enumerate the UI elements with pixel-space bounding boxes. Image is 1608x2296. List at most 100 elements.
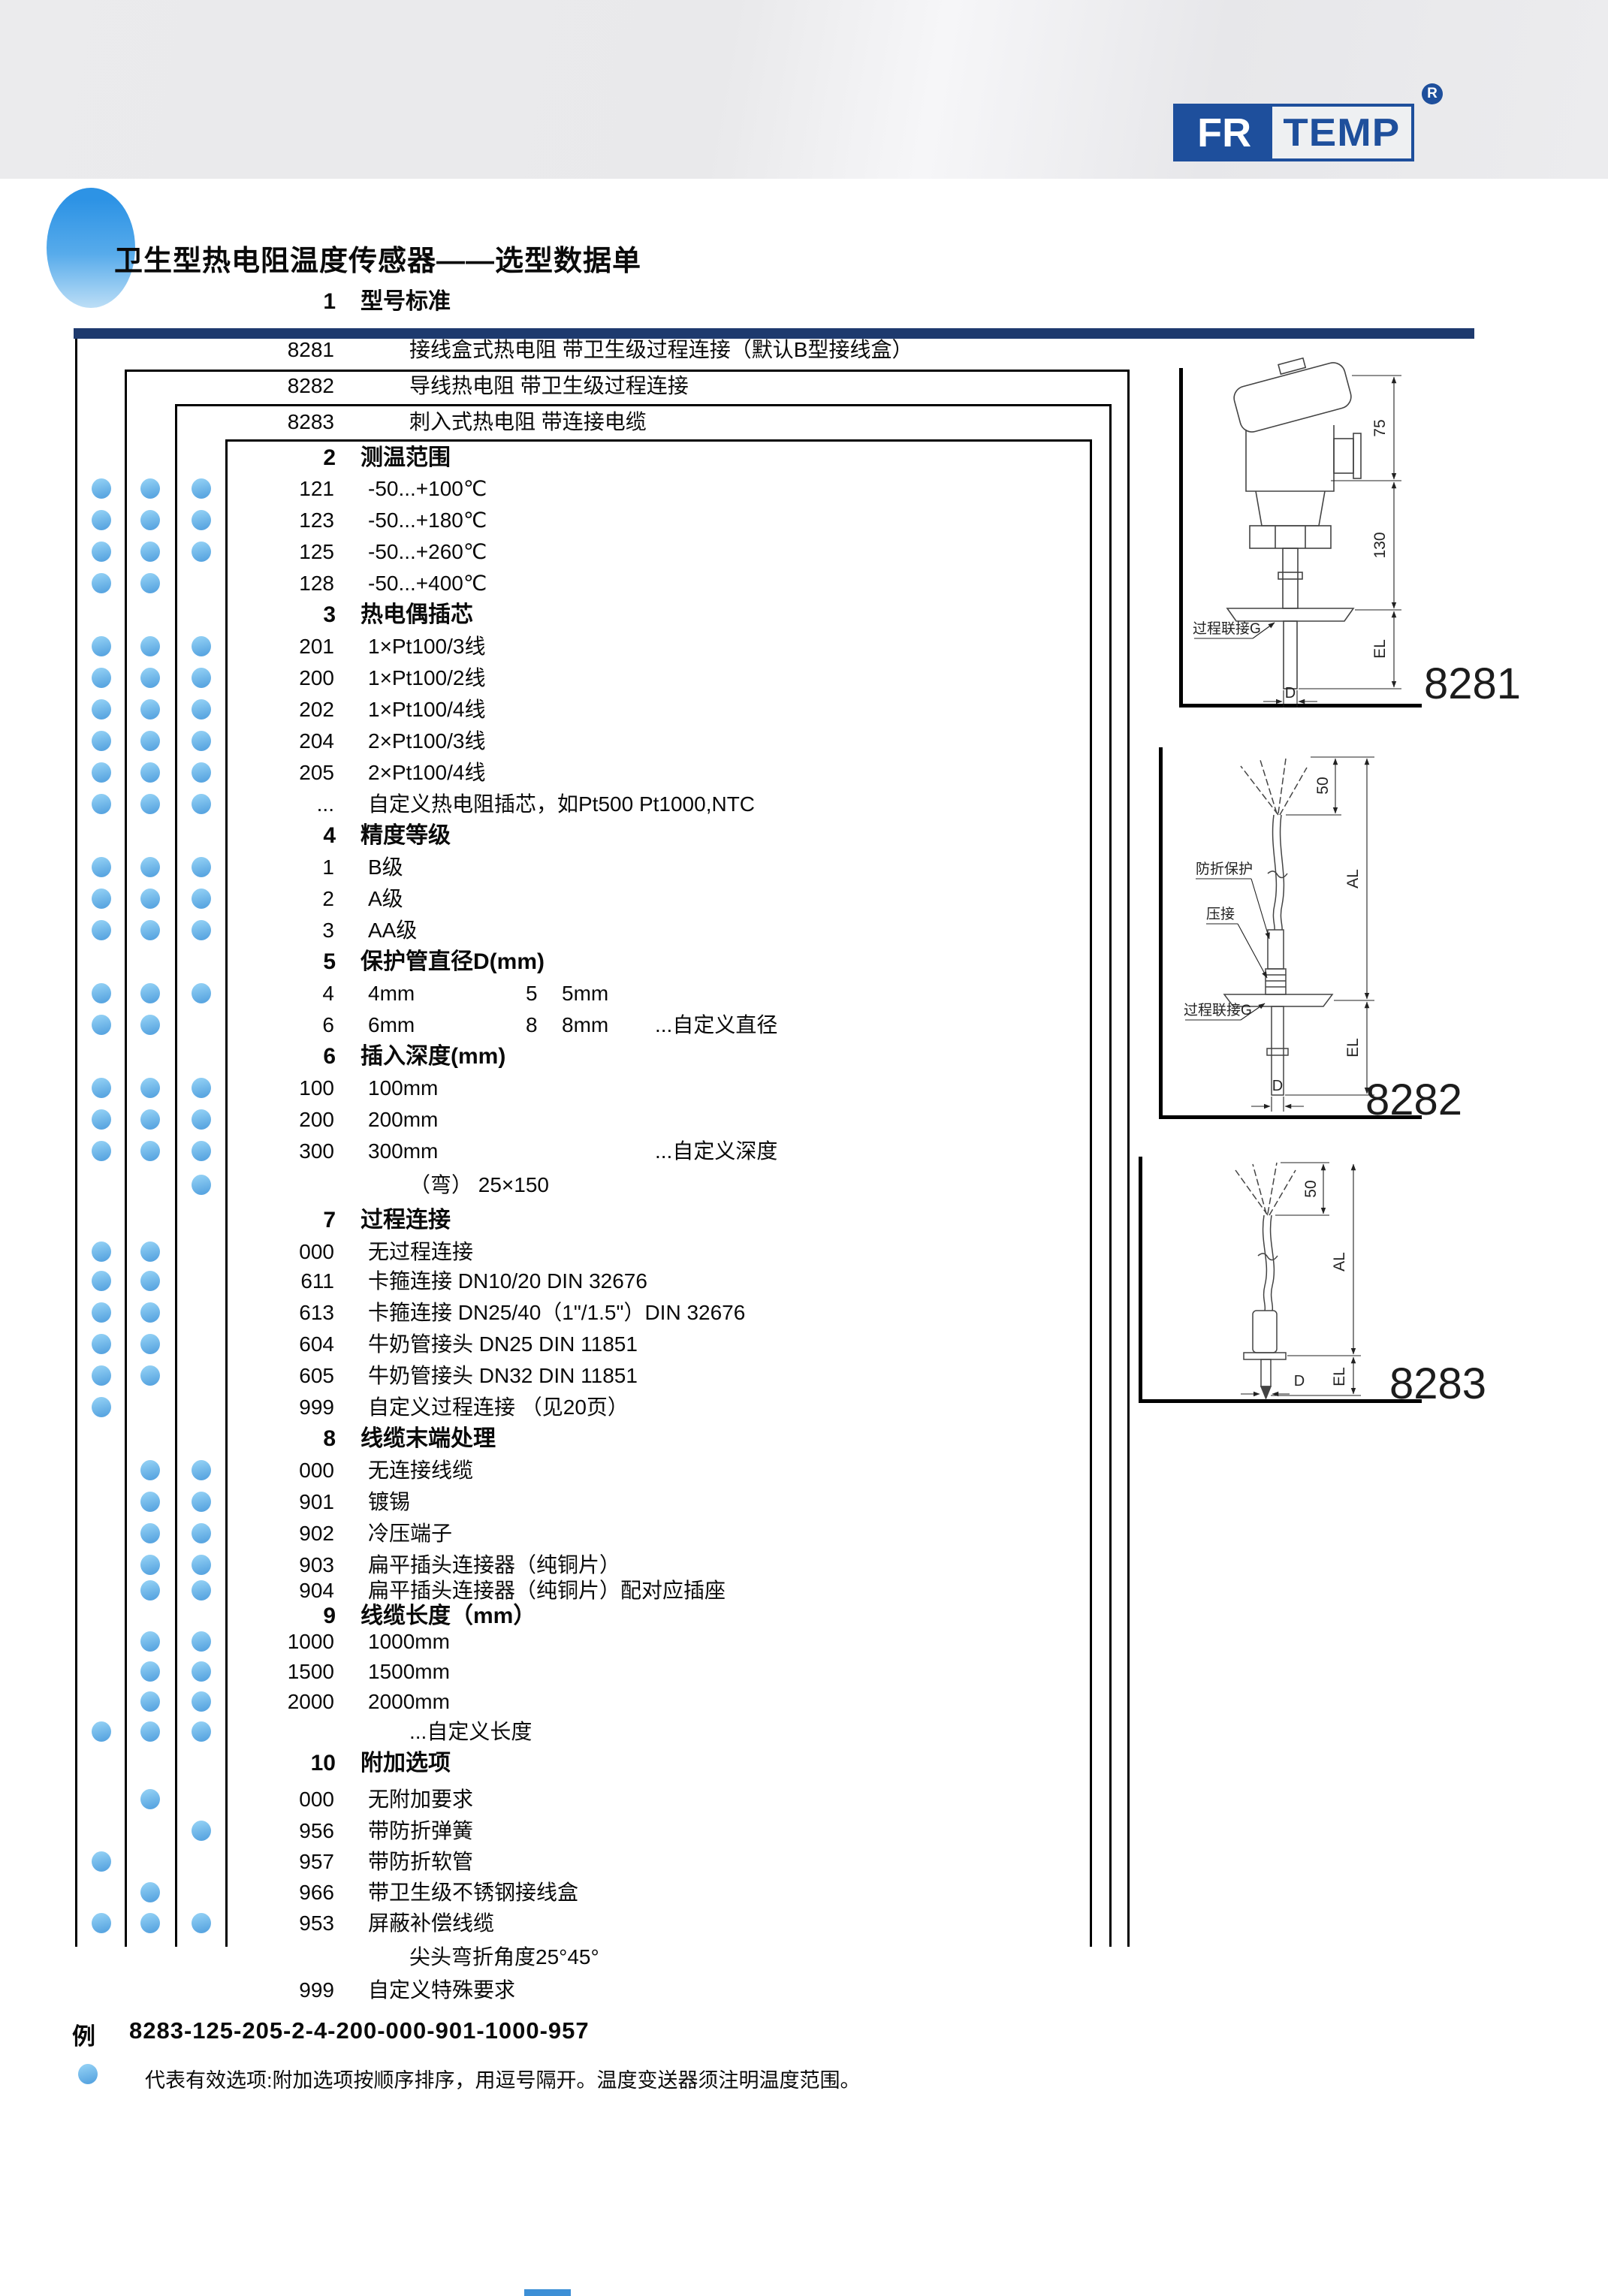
bracket-8283-right [1109, 404, 1112, 1947]
logo-fr: FR [1176, 107, 1273, 158]
option-value: -50...+180℃ [368, 508, 487, 532]
bracket-8281-left [75, 339, 77, 1947]
valid-option-dot [140, 762, 160, 783]
drawing-label-8282: 8282 [1365, 1076, 1462, 1124]
valid-option-dot [192, 510, 211, 530]
valid-option-dot [140, 889, 160, 909]
valid-option-dot [192, 983, 211, 1003]
valid-option-dot [140, 1492, 160, 1512]
section-title: 型号标准 [361, 289, 451, 314]
model-code: 8281 [287, 338, 334, 361]
section-number: 1 [323, 289, 336, 314]
valid-option-dot [140, 573, 160, 593]
example-label: 例 [72, 2023, 95, 2050]
option-code: 605 [299, 1364, 334, 1387]
valid-option-dot [140, 794, 160, 814]
logo: FR TEMP [1173, 104, 1414, 161]
example-order-code: 8283-125-205-2-4-200-000-901-1000-957 [129, 2017, 590, 2044]
section-number: 8 [323, 1426, 336, 1451]
option-code: 613 [299, 1301, 334, 1324]
section-title: 热电偶插芯 [361, 602, 473, 627]
option-code: 000 [299, 1459, 334, 1482]
valid-option-dot [92, 510, 111, 530]
option-value: 4mm [368, 982, 415, 1005]
valid-option-dot [192, 1580, 211, 1601]
drawing-frame-8283 [1139, 1157, 1422, 1403]
option-code: 6 [322, 1013, 334, 1036]
bracket-8283-top [175, 404, 1112, 406]
section-title: 过程连接 [361, 1208, 451, 1232]
valid-option-dot [92, 920, 111, 940]
option-code: 000 [299, 1788, 334, 1811]
option-value: 1×Pt100/4线 [368, 698, 486, 721]
dim-label-50: 50 [1314, 777, 1332, 794]
sensor-8281-sketch [1226, 357, 1362, 689]
valid-option-dot [140, 1661, 160, 1682]
option-code: 200 [299, 1108, 334, 1131]
section-title: 线缆末端处理 [361, 1426, 496, 1451]
valid-option-dot [140, 1460, 160, 1480]
valid-option-dot [140, 1271, 160, 1291]
technical-drawings: 75 130 EL D 过程联接G 8281 [1184, 357, 1521, 1408]
option-code: 957 [299, 1850, 334, 1873]
page-title: 卫生型热电阻温度传感器——选型数据单 [114, 246, 642, 277]
option-value: 自定义特殊要求 [368, 1978, 516, 2002]
option-value: 无连接线缆 [368, 1459, 474, 1482]
option-value: 无附加要求 [368, 1788, 474, 1811]
section-title: 附加选项 [361, 1751, 451, 1776]
valid-option-dot [92, 1302, 111, 1323]
model-desc: 接线盒式热电阻 带卫生级过程连接（默认B型接线盒） [409, 338, 913, 361]
option-value: A级 [368, 887, 403, 910]
option-code: 2000 [287, 1690, 334, 1713]
valid-option-dot [92, 1721, 111, 1742]
valid-option-dot [192, 1661, 211, 1682]
option-value: 带防折弹簧 [368, 1819, 474, 1842]
option-code: 966 [299, 1881, 334, 1904]
dims-8282 [1185, 756, 1374, 1112]
option-value: 冷压端子 [368, 1522, 453, 1545]
option-value: 扁平插头连接器（纯铜片） [368, 1553, 621, 1576]
sensor-8283-sketch [1235, 1162, 1296, 1400]
option-code: 128 [299, 572, 334, 595]
valid-option-dot [140, 1913, 160, 1933]
valid-option-dot [140, 1580, 160, 1601]
option-value: 1×Pt100/3线 [368, 635, 486, 658]
option-code: 121 [299, 477, 334, 500]
option-code: 2 [322, 887, 334, 910]
valid-option-dot [140, 1365, 160, 1386]
option-value: 卡箍连接 DN25/40（1"/1.5"）DIN 32676 [368, 1301, 746, 1324]
option-value: 无过程连接 [368, 1240, 474, 1263]
callout-process-connection: 过程联接G [1193, 620, 1261, 637]
option-code: 202 [299, 698, 334, 721]
valid-option-dot [192, 1492, 211, 1512]
option-value: 屏蔽补偿线缆 [368, 1911, 495, 1935]
valid-option-dot [140, 1523, 160, 1543]
valid-option-dot [192, 1460, 211, 1480]
valid-option-dot [140, 1334, 160, 1354]
sensor-8282-sketch [1223, 758, 1334, 1096]
valid-option-dot [192, 889, 211, 909]
model-desc: 刺入式热电阻 带连接电缆 [409, 410, 647, 433]
dim-label-50: 50 [1302, 1180, 1320, 1197]
valid-option-dot [92, 542, 111, 562]
option-code: ... [316, 792, 334, 816]
bracket-8282-right [1127, 370, 1130, 1947]
valid-option-dot [92, 1851, 111, 1872]
section-title: 插入深度(mm) [361, 1044, 506, 1069]
section-number: 2 [323, 445, 336, 470]
option-code-2: 8 [526, 1013, 538, 1036]
valid-option-dot [192, 668, 211, 688]
option-value: 带卫生级不锈钢接线盒 [368, 1881, 579, 1904]
dim-label-d: D [1285, 685, 1296, 701]
option-value: 300mm [368, 1139, 439, 1163]
valid-option-dot [140, 478, 160, 499]
dim-label-al: AL [1331, 1252, 1348, 1272]
option-value: 尖头弯折角度25°45° [409, 1945, 599, 1969]
section-title: 保护管直径D(mm) [361, 949, 545, 974]
valid-option-dot [192, 1175, 211, 1195]
option-value: -50...+100℃ [368, 477, 487, 500]
valid-option-dot [140, 636, 160, 656]
option-code: 123 [299, 508, 334, 532]
option-value: 1000mm [368, 1630, 450, 1653]
option-code: 904 [299, 1579, 334, 1602]
